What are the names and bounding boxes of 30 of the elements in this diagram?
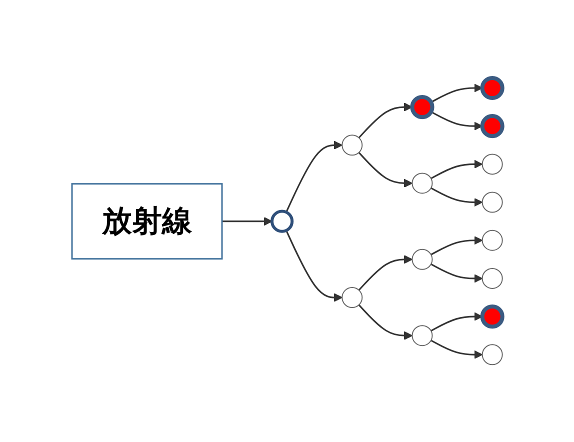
- circle: [482, 230, 503, 251]
- arrow: [358, 254, 412, 290]
- circle: [270, 209, 294, 233]
- arrow: [430, 110, 482, 130]
- filled-circle: [410, 94, 434, 119]
- filled-circle: [480, 114, 504, 138]
- circle: [341, 286, 362, 308]
- circle: [482, 153, 503, 174]
- circle: [412, 172, 433, 194]
- arrow: [430, 187, 482, 206]
- arrow: [430, 312, 482, 332]
- circle: [482, 191, 503, 212]
- arrow: [430, 263, 482, 283]
- circle: [412, 248, 433, 270]
- circle: [482, 344, 503, 365]
- circle: [482, 268, 503, 289]
- arrow: [430, 83, 482, 103]
- filled-circle: [480, 304, 504, 328]
- arrow: [430, 236, 482, 255]
- arrow: [358, 304, 412, 340]
- arrow: [285, 140, 342, 212]
- circle: [412, 324, 433, 346]
- arrow: [222, 216, 272, 226]
- circle: [341, 134, 362, 156]
- arrow: [358, 102, 412, 138]
- filled-circle: [480, 76, 504, 100]
- arrow: [285, 230, 342, 302]
- arrow: [430, 339, 482, 359]
- arrow: [358, 152, 412, 188]
- arrow: [430, 159, 482, 179]
